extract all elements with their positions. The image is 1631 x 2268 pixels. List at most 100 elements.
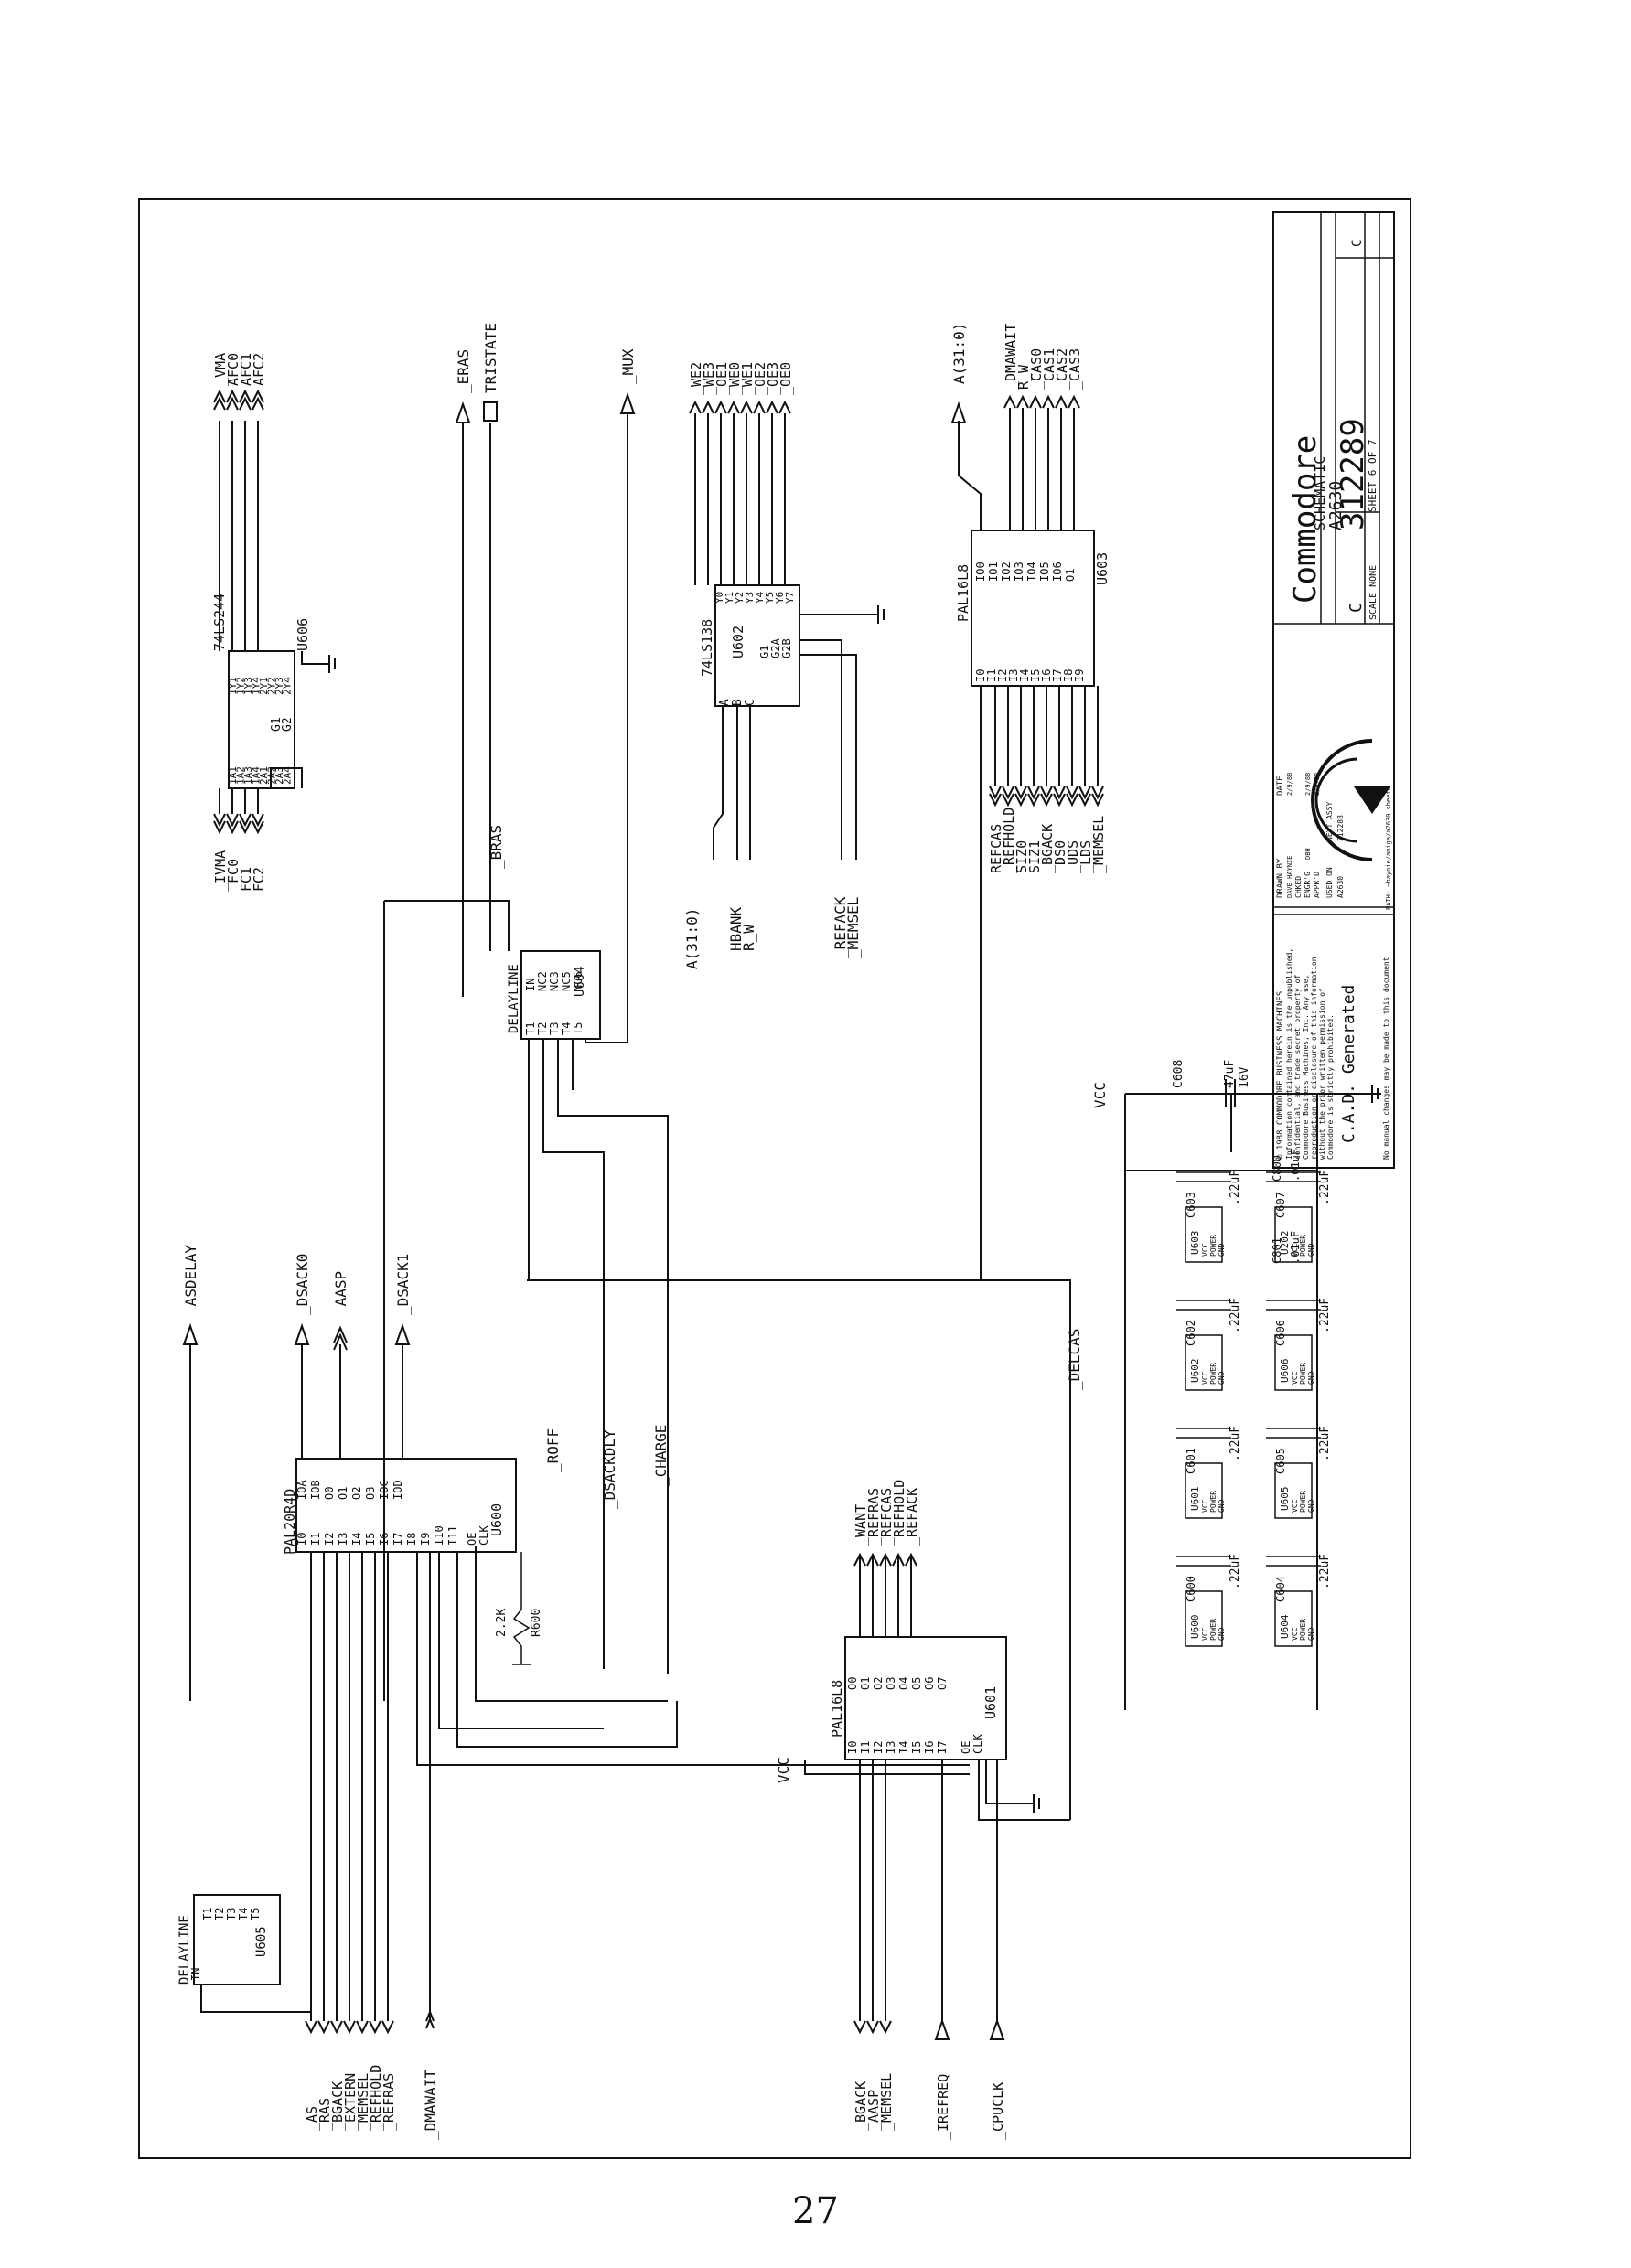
power-chip-pin-power: POWER [1299, 1619, 1307, 1641]
u603-pin-i0: I0 [974, 669, 987, 682]
cap-ref-c604: C604 [1274, 1576, 1287, 1602]
net-arrow-_we2 [689, 400, 702, 414]
u600-pin-o3: O3 [364, 1487, 377, 1500]
net-siz0-u603: SIZ0 [1014, 840, 1030, 873]
net-bras: _BRAS [488, 825, 505, 869]
cap-ref-c606: C606 [1274, 1320, 1287, 1346]
u605-ref: U605 [254, 1926, 269, 1957]
cap-ref-c603: C603 [1185, 1192, 1197, 1218]
net-aasp: _AASP [332, 1271, 349, 1315]
svg-text:USED ON: USED ON [1325, 867, 1334, 898]
cap-value-c600: .22uF [1229, 1554, 1242, 1589]
title-rev: C [1350, 240, 1365, 247]
u606-pin-1y1: 1Y1 [227, 677, 239, 695]
net-arrow-_cas2 [1055, 394, 1068, 409]
svg-text:A: A [718, 699, 732, 706]
net-arrow-_memsel [356, 2020, 369, 2035]
u602-pin-y0: Y0 [714, 592, 725, 604]
svg-text:confidential, and trade secret: confidential, and trade secret property … [1293, 975, 1302, 1160]
c608-voltage: 16V [1238, 1066, 1251, 1088]
net-extern-u600: _EXTERN [342, 2073, 359, 2131]
net-chevron-_ds0 [1053, 793, 1066, 808]
power-chip-label-u202: U202 [1279, 1231, 1291, 1256]
cap-value-c800: .01uF [1289, 1149, 1302, 1182]
net-arrow-irefreq [934, 2017, 950, 2040]
power-chip-pin-vcc: VCC [1291, 1627, 1299, 1641]
net-arrow-_we1 [740, 400, 753, 414]
net-aasp-u601: _AASP [865, 2090, 882, 2131]
title-block: Commodore SCHEMATIC A2630 312289 C C SCA… [1272, 211, 1395, 1169]
net-chevron-siz0 [1014, 786, 1027, 800]
net-memsel-u600: _MEMSEL [355, 2073, 371, 2131]
svg-text:Information contained herein i: Information contained herein is the unpu… [1285, 948, 1293, 1160]
u600-pin-clk: CLK [477, 1525, 490, 1546]
power-chip-label-u606: U606 [1279, 1359, 1291, 1384]
u603-pin-io6: IO6 [1051, 562, 1064, 582]
net-arrow-afc0 [226, 389, 239, 403]
svg-text:312288: 312288 [1336, 815, 1345, 841]
u606-pin-2y4: 2Y4 [282, 677, 294, 695]
net-vcc-power: VCC [1091, 1082, 1109, 1108]
net-arrow-_bgack [330, 2020, 343, 2035]
cap-ref-c801: C801 [1271, 1237, 1283, 1264]
net-arrow-cpuclk [989, 2017, 1005, 2040]
title-scale: SCALE NONE [1368, 565, 1379, 620]
title-part-number: 312289 [1335, 418, 1371, 530]
net-oe1: _OE1 [714, 362, 730, 395]
u602-pin-y6: Y6 [774, 592, 786, 604]
u601-pin-o0: O0 [846, 1677, 859, 1690]
svg-text:reproduction or disclosure of: reproduction or disclosure of this infor… [1310, 957, 1318, 1160]
cap-value-c801: .01uF [1289, 1231, 1302, 1264]
net-refack-u602: _REFACK [832, 896, 849, 958]
net-arrow-_oe2 [753, 400, 766, 414]
copyright-notice: © 1988 COMMODORE BUSINESS MACHINES Infor… [1276, 948, 1390, 1160]
u602-pin-y7: Y7 [784, 592, 796, 604]
u602-pin-y4: Y4 [754, 591, 766, 604]
u600-pin-i6: I6 [378, 1533, 391, 1546]
u600-pin-o2: O2 [350, 1487, 363, 1500]
net-cas1-u603: _CAS1 [1041, 348, 1057, 390]
eras-label: _ERAS [455, 349, 472, 393]
u600-ref: U600 [488, 1503, 505, 1536]
net-arrow-_vma [213, 389, 226, 403]
net-we0: _WE0 [726, 362, 743, 395]
u604-pin-t1: T1 [524, 1022, 537, 1035]
net-charge: _CHARGE [652, 1425, 670, 1486]
u606-pin-2y1: 2Y1 [258, 677, 270, 695]
net-we1: _WE1 [739, 362, 756, 395]
power-chip-pin-vcc: VCC [1201, 1499, 1209, 1513]
u606-pin-2a4: 2A4 [282, 766, 294, 785]
u600-pin-i4: I4 [350, 1533, 363, 1546]
power-chip-pin-power: POWER [1209, 1619, 1218, 1641]
power-chip-pin-power: POWER [1299, 1363, 1307, 1385]
u601-pin-o7: O7 [936, 1677, 949, 1690]
u606-pin-1a2: 1A2 [235, 766, 247, 785]
u600-pin-i2: I2 [323, 1533, 336, 1546]
u602-pin-y3: Y3 [744, 592, 756, 604]
power-chip-u602 [1185, 1334, 1223, 1391]
net-roff: _ROFF [544, 1428, 562, 1472]
u606-pin-2y2: 2Y2 [266, 677, 278, 695]
u606-pin-2a1: 2A1 [258, 766, 270, 785]
net-refhold-u603: _REFHOLD [1001, 808, 1017, 873]
net-delcas: _DELCAS [1066, 1329, 1083, 1390]
power-chip-pin-power: POWER [1299, 1491, 1307, 1513]
net-arrow-_aasp [866, 2020, 879, 2035]
u603-nets: REFCAS_REFHOLDSIZ0SIZ1_BGACK_DS0_UDS_LDS… [988, 324, 1107, 873]
u601-nets: _WANT_REFRAS_REFCAS_REFHOLD_REFACK_BGACK… [853, 1480, 1006, 2140]
power-chip-u202 [1274, 1206, 1313, 1263]
svg-text:B: B [731, 699, 745, 706]
u603-pin-i5: I5 [1029, 669, 1042, 682]
cap-value-c604: .22uF [1318, 1554, 1332, 1589]
net-siz1-u603: SIZ1 [1026, 840, 1043, 873]
power-chip-pin-power: POWER [1209, 1491, 1218, 1513]
net-refcas-u601: _REFCAS [878, 1488, 895, 1546]
net-chevron-_lds [1078, 793, 1091, 808]
u603-pin-o1: O1 [1064, 569, 1077, 582]
net-a-bus-u602: A(31:0) [683, 908, 701, 969]
